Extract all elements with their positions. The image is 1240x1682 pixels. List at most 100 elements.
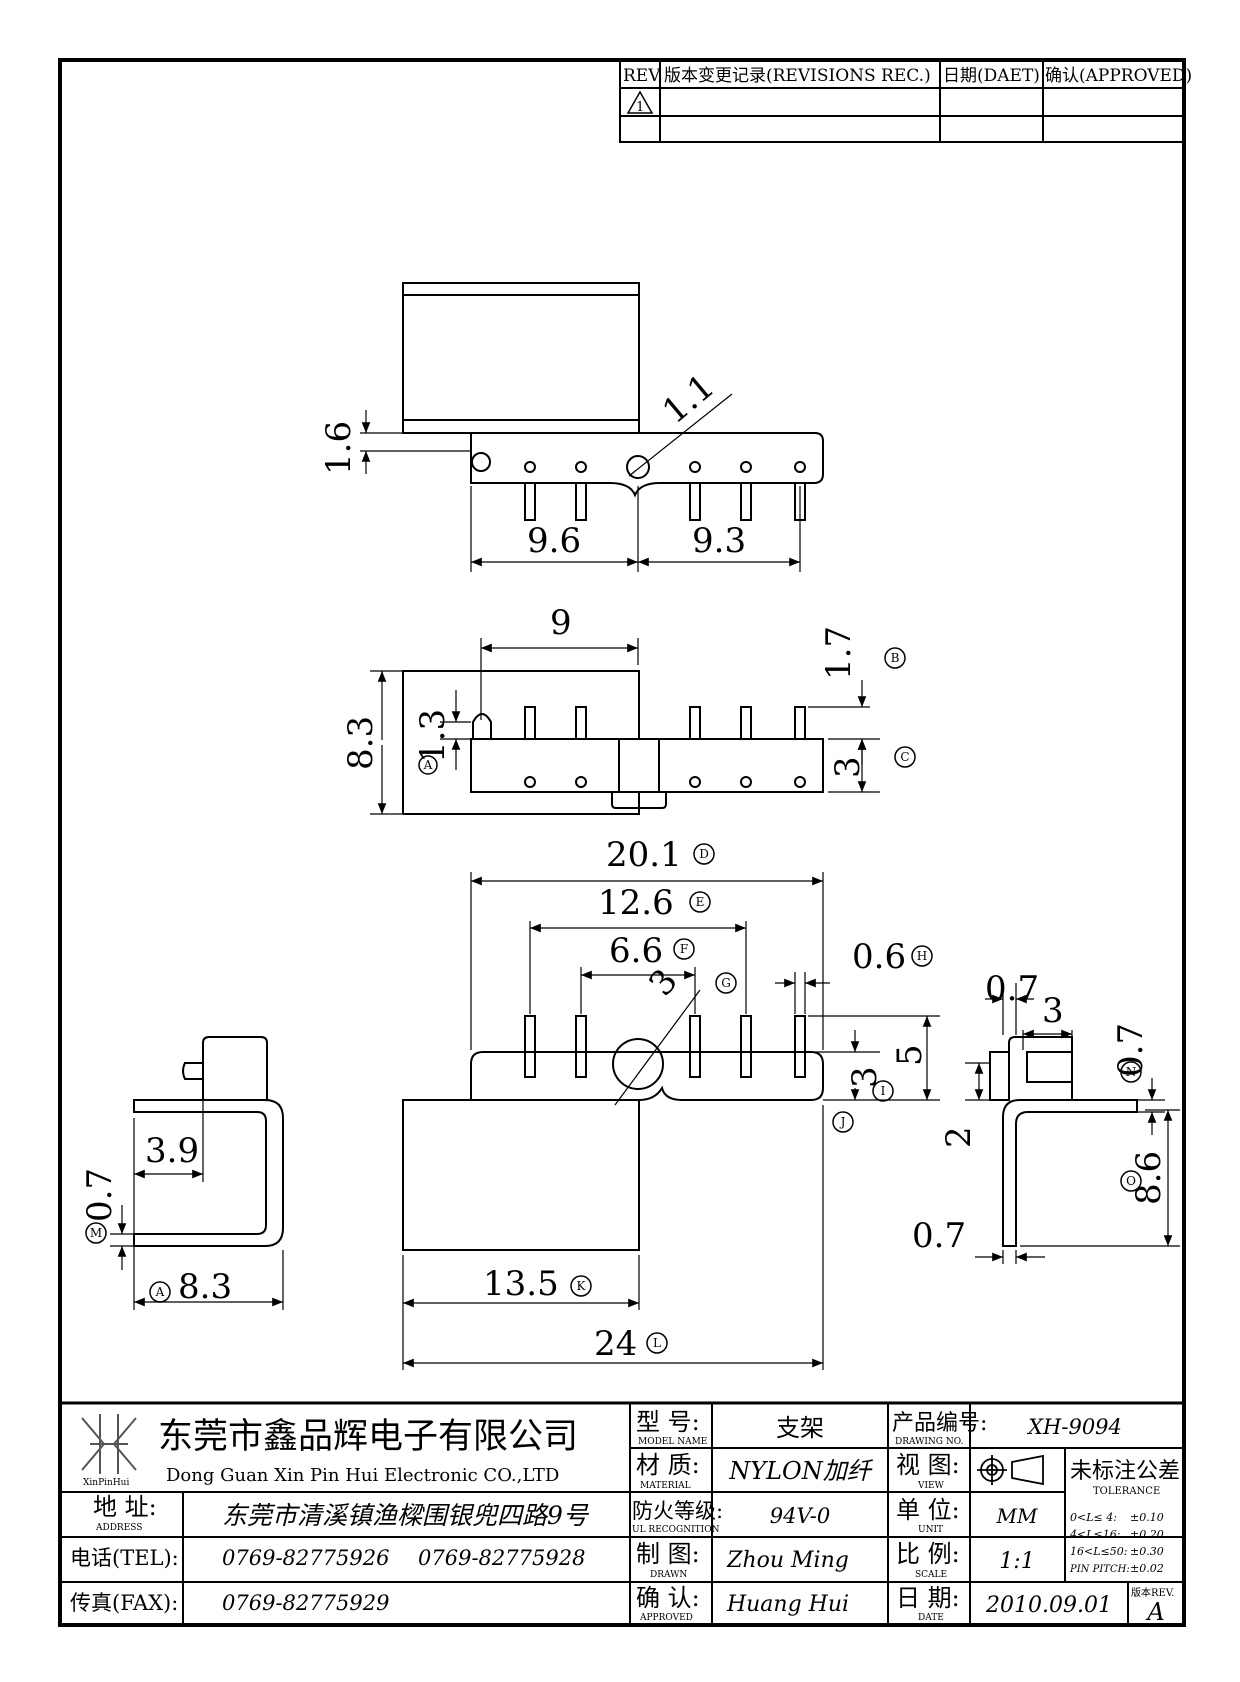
tolerance-table: 0<L≤ 4: ±0.10 4<L≤16: ±0.20 16<L≤50: ±0.… bbox=[1069, 1511, 1164, 1575]
svg-text:I: I bbox=[881, 1084, 886, 1098]
drawing-no-value: XH-9094 bbox=[1026, 1415, 1122, 1439]
dim-8-6: 8.6 bbox=[1129, 1151, 1169, 1205]
fax-value: 0769-82775929 bbox=[222, 1591, 389, 1615]
callout-l: L bbox=[646, 1332, 668, 1354]
bottom-view-dims bbox=[402, 872, 940, 1370]
logo-text: XinPinHui bbox=[83, 1478, 129, 1488]
callout-d: D bbox=[693, 843, 715, 865]
tolerance-sublabel: TOLERANCE bbox=[1093, 1486, 1160, 1497]
model-label: 型 号: bbox=[636, 1408, 700, 1436]
front-view bbox=[402, 670, 824, 815]
dim-1-6: 1.6 bbox=[319, 421, 359, 475]
svg-text:PIN PITCH:: PIN PITCH: bbox=[1069, 1564, 1130, 1575]
svg-text:±0.30: ±0.30 bbox=[1130, 1545, 1164, 1558]
ul-label: 防火等级: bbox=[632, 1499, 723, 1523]
svg-text:K: K bbox=[577, 1279, 587, 1293]
bottom-view bbox=[402, 1015, 824, 1251]
dim-20-1: 20.1 bbox=[606, 835, 682, 875]
dim-0-7-left: 0.7 bbox=[80, 1168, 120, 1222]
date-value: 2010.09.01 bbox=[985, 1593, 1112, 1618]
drawn-value: Zhou Ming bbox=[726, 1548, 849, 1573]
svg-text:1: 1 bbox=[636, 100, 644, 115]
view-label: 视 图: bbox=[896, 1451, 960, 1479]
svg-text:F: F bbox=[680, 942, 688, 956]
dim-0-7-right-bottom: 0.7 bbox=[912, 1216, 966, 1256]
svg-text:N: N bbox=[1126, 1065, 1137, 1079]
material-sublabel: MATERIAL bbox=[640, 1481, 691, 1491]
svg-text:±0.02: ±0.02 bbox=[1130, 1562, 1164, 1575]
svg-text:A: A bbox=[423, 758, 433, 772]
date-label: 日 期: bbox=[896, 1584, 960, 1612]
svg-text:G: G bbox=[721, 976, 731, 990]
model-value: 支架 bbox=[776, 1414, 824, 1442]
dim-3-bottom: 3 bbox=[845, 1066, 885, 1088]
company-name-en: Dong Guan Xin Pin Hui Electronic CO.,LTD bbox=[166, 1465, 559, 1486]
drawing-no-label: 产品编号: bbox=[892, 1411, 987, 1436]
dim-0-7-right-side: 0.7 bbox=[1111, 1023, 1151, 1077]
svg-text:O: O bbox=[1126, 1174, 1136, 1188]
top-view-dims bbox=[360, 393, 801, 572]
dim-6-6: 6.6 bbox=[609, 931, 663, 971]
date-col-header: 日期(DAET) bbox=[943, 66, 1040, 86]
drawn-label: 制 图: bbox=[636, 1540, 700, 1568]
fax-label: 传真(FAX): bbox=[70, 1591, 178, 1615]
dim-0-6: 0.6 bbox=[852, 937, 906, 977]
approved-col-header: 确认(APPROVED) bbox=[1045, 66, 1192, 86]
approved-value: Huang Hui bbox=[726, 1592, 849, 1617]
tel-label: 电话(TEL): bbox=[70, 1546, 179, 1570]
unit-sublabel: UNIT bbox=[918, 1525, 943, 1535]
svg-text:L: L bbox=[653, 1336, 661, 1350]
dim-1-7: 1.7 bbox=[819, 626, 859, 680]
right-side-view bbox=[989, 1036, 1138, 1247]
projection-symbol-icon bbox=[977, 1454, 1044, 1486]
svg-text:A: A bbox=[155, 1285, 165, 1299]
callout-m: M bbox=[85, 1222, 107, 1244]
drawing-no-sublabel: DRAWING NO. bbox=[895, 1437, 964, 1447]
rev-value: A bbox=[1145, 1598, 1164, 1626]
callout-a-top: A bbox=[418, 755, 438, 775]
drawn-sublabel: DRAWN bbox=[650, 1570, 687, 1580]
front-view-dims bbox=[370, 638, 880, 815]
svg-text:±0.20: ±0.20 bbox=[1130, 1528, 1164, 1541]
rev-col-header: REV. bbox=[623, 66, 663, 86]
unit-value: MM bbox=[996, 1504, 1038, 1528]
revision-table bbox=[619, 59, 1185, 143]
dim-24: 24 bbox=[594, 1324, 637, 1364]
svg-text:M: M bbox=[90, 1226, 102, 1240]
tel-value-2: 0769-82775928 bbox=[418, 1546, 585, 1570]
callout-c: C bbox=[894, 746, 916, 768]
material-label: 材 质: bbox=[636, 1451, 700, 1479]
date-sublabel: DATE bbox=[918, 1613, 944, 1623]
company-logo-icon bbox=[81, 1414, 137, 1474]
svg-text:J: J bbox=[839, 1115, 846, 1129]
callout-k: K bbox=[570, 1275, 592, 1297]
company-name-cn: 东莞市鑫品辉电子有限公司 bbox=[158, 1417, 578, 1457]
material-value: NYLON加纤 bbox=[728, 1457, 873, 1485]
svg-text:D: D bbox=[699, 847, 709, 861]
callout-o: O bbox=[1120, 1170, 1142, 1192]
dim-3-9: 3.9 bbox=[145, 1131, 199, 1171]
callout-h: H bbox=[911, 945, 933, 967]
dim-13-5: 13.5 bbox=[483, 1264, 559, 1304]
svg-text:0<L≤ 4:: 0<L≤ 4: bbox=[1070, 1511, 1117, 1524]
tel-value-1: 0769-82775926 bbox=[222, 1546, 389, 1570]
unit-label: 单 位: bbox=[896, 1496, 960, 1524]
svg-text:E: E bbox=[696, 895, 705, 909]
svg-text:±0.10: ±0.10 bbox=[1130, 1511, 1164, 1524]
callout-a-left: A bbox=[149, 1281, 171, 1303]
dim-8-3-left: 8.3 bbox=[178, 1267, 232, 1307]
model-sublabel: MODEL NAME bbox=[638, 1437, 707, 1447]
svg-text:B: B bbox=[891, 651, 900, 665]
dim-9-3: 9.3 bbox=[692, 521, 746, 561]
svg-text:C: C bbox=[900, 750, 909, 764]
right-side-dims bbox=[965, 983, 1180, 1264]
dim-8-3-side: 8.3 bbox=[341, 716, 381, 770]
approved-sublabel: APPROVED bbox=[639, 1613, 693, 1623]
svg-text:H: H bbox=[917, 949, 927, 963]
left-side-dims bbox=[110, 1082, 284, 1310]
address-label: 地 址: bbox=[93, 1493, 157, 1521]
view-sublabel: VIEW bbox=[917, 1481, 945, 1491]
top-view bbox=[402, 282, 824, 521]
dim-1-1: 1.1 bbox=[655, 366, 722, 431]
